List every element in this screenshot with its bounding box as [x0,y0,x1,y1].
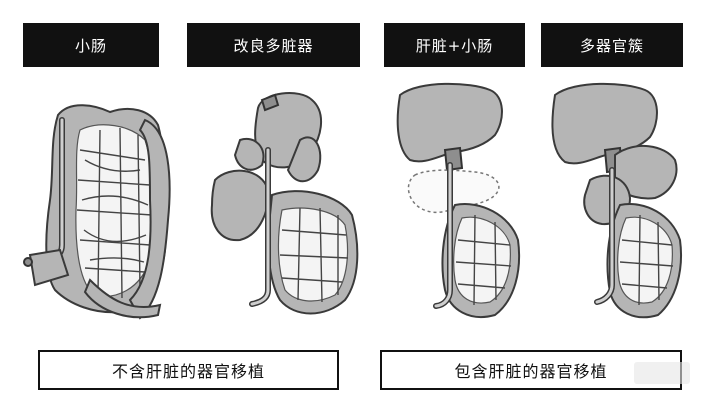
panel-title-modified-multivisceral: 改良多脏器 [187,23,360,67]
panel-title-small-intestine: 小肠 [23,23,159,67]
group-label-with-liver: 包含肝脏的器官移植 [380,350,682,390]
group-label-without-liver: 不含肝脏的器官移植 [38,350,339,390]
panel-title-liver-small-intestine: 肝脏+小肠 [384,23,525,67]
watermark-logo [634,362,690,384]
multivisceral-cluster-illustration [551,82,682,319]
modified-multivisceral-illustration [210,92,359,315]
liver-small-intestine-illustration [396,82,521,318]
small-intestine-illustration [23,104,171,320]
panel-title-multivisceral-cluster: 多器官簇 [541,23,683,67]
